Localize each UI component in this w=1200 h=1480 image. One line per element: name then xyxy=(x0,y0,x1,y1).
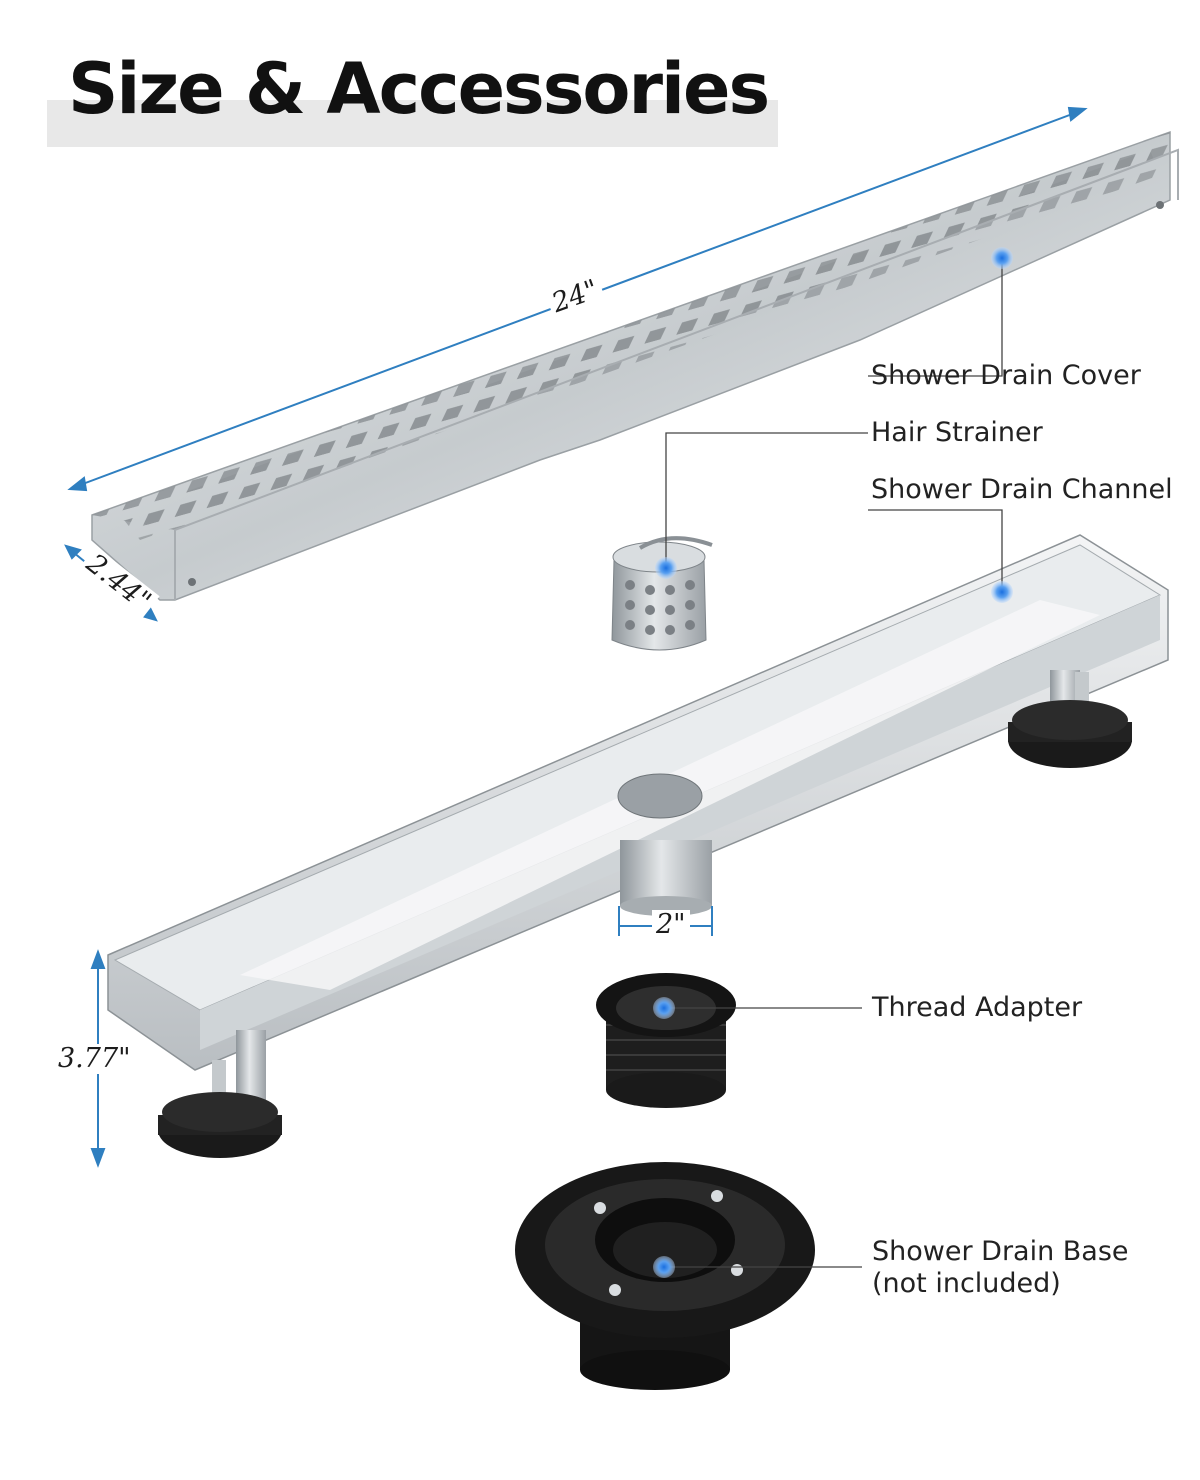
thread-adapter xyxy=(596,973,736,1108)
callout-dot-strainer xyxy=(655,557,677,579)
page-title: Size & Accessories xyxy=(68,48,770,130)
height-dimension: 3.77" xyxy=(54,1044,135,1074)
callout-dot-base xyxy=(653,1256,675,1278)
title-highlight-band xyxy=(47,100,778,147)
outlet-dimension: 2" xyxy=(652,910,690,940)
hair-strainer xyxy=(611,536,713,651)
callout-dots xyxy=(653,247,1013,1278)
label-shower-drain-base: Shower Drain Base xyxy=(872,1236,1129,1267)
callout-dot-channel xyxy=(991,581,1013,603)
label-not-included: (not included) xyxy=(872,1268,1061,1299)
label-hair-strainer: Hair Strainer xyxy=(871,417,1043,448)
callout-dot-adapter xyxy=(653,997,675,1019)
shower-drain-channel xyxy=(107,534,1169,1158)
leader-lines xyxy=(664,258,1003,1268)
label-shower-drain-channel: Shower Drain Channel xyxy=(871,474,1173,505)
label-thread-adapter: Thread Adapter xyxy=(872,992,1083,1023)
label-shower-drain-cover: Shower Drain Cover xyxy=(871,360,1141,391)
callout-dot-cover xyxy=(991,247,1013,269)
shower-drain-base xyxy=(515,1162,815,1390)
shower-drain-cover xyxy=(91,130,1179,601)
